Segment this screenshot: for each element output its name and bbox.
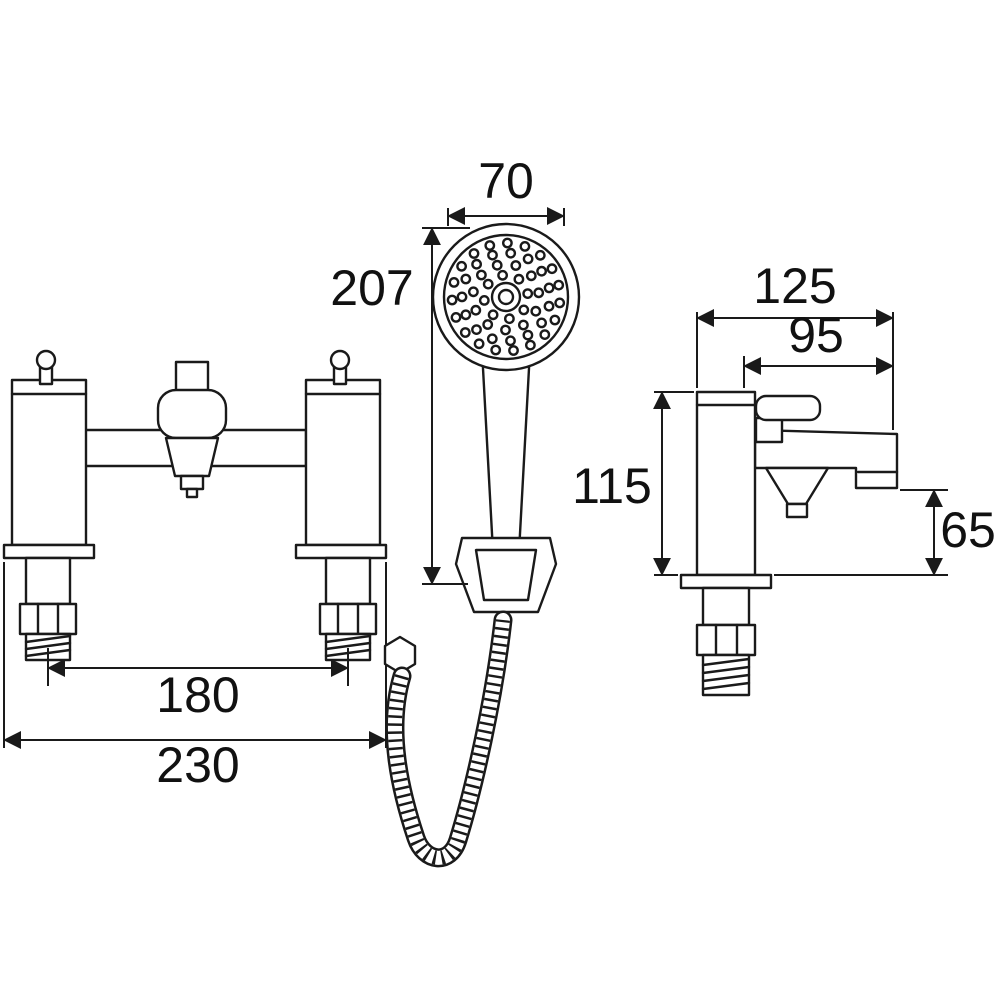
side-diverter-pull — [785, 502, 809, 519]
hose-nut — [383, 635, 417, 675]
dim-label-tap-centres: 180 — [156, 667, 239, 723]
side-flange — [679, 573, 773, 590]
dim-side-outlet-height: 65 — [774, 489, 996, 576]
side-handle-post — [754, 416, 784, 444]
dim-label-side-spout-reach: 95 — [788, 307, 844, 363]
front-left-shank — [24, 556, 72, 606]
front-left-flange — [2, 543, 96, 560]
front-right-pillar — [304, 378, 382, 547]
spray-dots — [446, 237, 566, 356]
dim-handset-length: 207 — [330, 227, 470, 585]
dim-label-side-outlet-height: 65 — [940, 502, 996, 558]
dim-overall-width: 230 — [3, 562, 387, 793]
front-diverter-body — [156, 388, 228, 440]
front-diverter-cup — [164, 436, 220, 478]
front-right-flange — [294, 543, 388, 560]
dim-label-side-overall-length: 125 — [753, 258, 836, 314]
front-diverter-riser — [174, 360, 210, 394]
side-view-tap — [679, 390, 899, 697]
dim-side-spout-reach: 95 — [743, 307, 894, 388]
dim-label-side-body-height: 115 — [572, 458, 652, 514]
side-nut — [695, 623, 757, 657]
front-right-shank — [324, 556, 372, 606]
front-left-nut — [18, 602, 78, 636]
dim-label-handset-width: 70 — [478, 153, 534, 209]
front-left-handle — [35, 349, 57, 371]
side-shank — [701, 586, 751, 627]
front-left-pillar — [10, 378, 88, 547]
front-view-tap — [2, 349, 388, 662]
handset-handle — [480, 348, 532, 554]
dim-label-handset-length: 207 — [330, 260, 413, 316]
handset-view — [383, 222, 581, 868]
front-outlet-tip — [185, 487, 199, 499]
dim-side-overall-length: 125 — [696, 258, 894, 430]
dim-label-overall-width: 230 — [156, 737, 239, 793]
side-body — [695, 390, 757, 577]
side-handle-lever — [754, 394, 822, 422]
front-outlet — [179, 474, 205, 491]
front-right-nut — [318, 602, 378, 636]
handset-centre-hub — [497, 288, 515, 306]
dim-side-body-height: 115 — [572, 391, 694, 576]
dim-handset-width: 70 — [447, 153, 565, 226]
front-right-handle — [329, 349, 351, 371]
dim-tap-centres: 180 — [47, 648, 349, 723]
shower-hose — [385, 610, 513, 868]
handset-bracket-inner — [474, 548, 538, 602]
side-diverter-knob — [764, 466, 830, 506]
